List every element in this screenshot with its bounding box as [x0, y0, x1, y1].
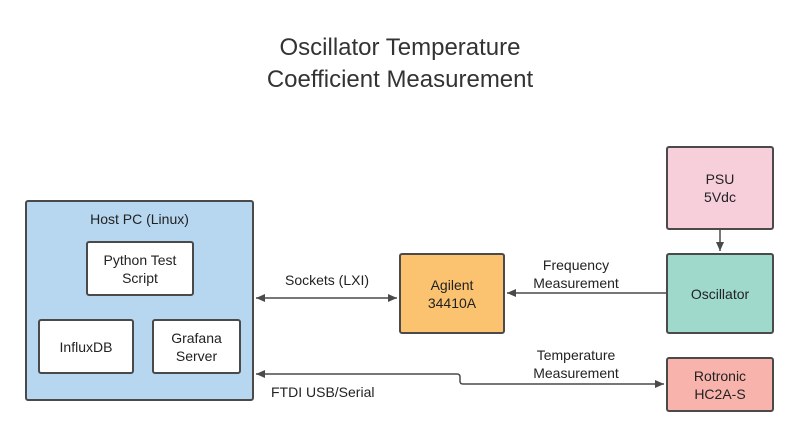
- psu-line-1: PSU: [705, 171, 735, 187]
- agilent-line-2: 34410A: [427, 294, 477, 311]
- rotronic-box: Rotronic HC2A-S: [666, 357, 774, 412]
- psu-box: PSU 5Vdc: [666, 146, 774, 230]
- rotronic-line-1: Rotronic: [693, 367, 747, 384]
- influxdb-box: InfluxDB: [38, 319, 134, 374]
- oscillator-label: Oscillator: [690, 285, 750, 302]
- title-line-2: Coefficient Measurement: [266, 66, 534, 93]
- grafana-line-1: Grafana: [171, 329, 222, 346]
- ftdi-label: FTDI USB/Serial: [271, 384, 375, 400]
- temperature-label-line-1: Temperature: [536, 347, 616, 363]
- python-script-line-2: Script: [122, 269, 158, 286]
- frequency-label-line-1: Frequency: [542, 257, 610, 273]
- agilent-box: Agilent 34410A: [399, 253, 505, 334]
- psu-line-2: 5Vdc: [704, 189, 736, 205]
- temperature-label-line-2: Measurement: [533, 365, 619, 381]
- python-script-box: Python Test Script: [86, 241, 194, 296]
- diagram-title: Oscillator Temperature Coefficient Measu…: [0, 32, 800, 96]
- grafana-box: Grafana Server: [152, 319, 241, 374]
- frequency-label: Frequency Measurement: [518, 256, 634, 292]
- agilent-line-1: Agilent: [430, 276, 474, 293]
- grafana-line-2: Server: [175, 347, 218, 364]
- python-script-line-1: Python Test: [103, 251, 177, 268]
- title-line-1: Oscillator Temperature: [279, 34, 521, 61]
- temperature-connector: [256, 370, 664, 388]
- influxdb-label: InfluxDB: [59, 338, 113, 355]
- temperature-label: Temperature Measurement: [518, 346, 634, 382]
- rotronic-line-2: HC2A-S: [694, 385, 746, 402]
- oscillator-box: Oscillator: [666, 253, 774, 334]
- sockets-label: Sockets (LXI): [284, 272, 370, 288]
- host-pc-label: Host PC (Linux): [90, 211, 189, 227]
- frequency-label-line-2: Measurement: [533, 275, 619, 291]
